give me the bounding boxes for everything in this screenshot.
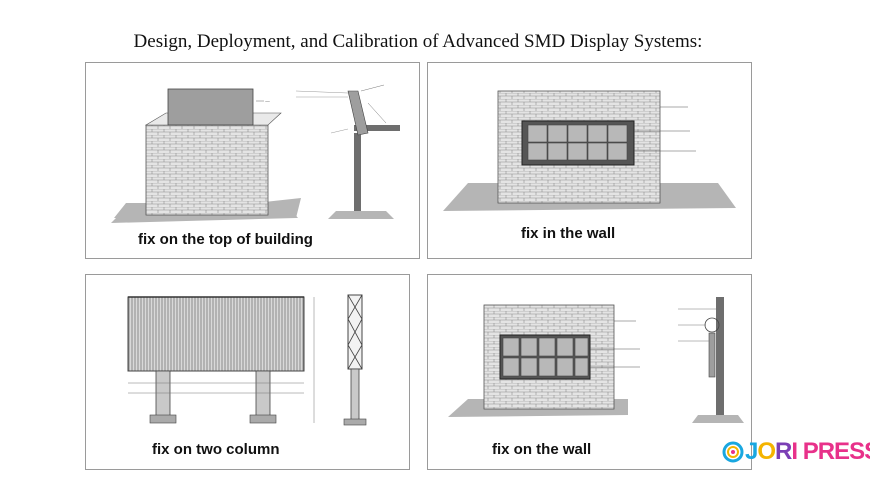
side-wall — [716, 297, 724, 421]
dimension-label: — — [265, 99, 270, 105]
screen-grid — [502, 337, 589, 377]
panel-caption: fix on two column — [152, 441, 280, 458]
panel-caption: fix in the wall — [521, 225, 616, 242]
panel-two-column: fix on two column — [85, 274, 410, 470]
brick-building — [145, 124, 269, 216]
diagram-on-the-wall — [448, 297, 744, 423]
support-column — [255, 370, 271, 420]
support-column — [155, 370, 171, 420]
screen-grid — [527, 124, 628, 161]
logo-text: JORI PRESS — [745, 438, 870, 465]
panel-on-the-wall: fix on the wall — [427, 274, 752, 470]
billboard-screen — [127, 296, 305, 372]
steel-beam — [354, 125, 400, 131]
panel-in-the-wall: fix in the wall — [427, 62, 752, 259]
ground-plane — [692, 415, 744, 423]
page-title: Design, Deployment, and Calibration of A… — [133, 31, 703, 52]
diagram-in-the-wall — [443, 90, 736, 211]
side-screen — [708, 332, 716, 378]
steel-column — [354, 133, 361, 211]
panel-top-of-building: — fix on the top of building — [85, 62, 420, 259]
rooftop-screen — [167, 88, 254, 126]
logo-ring-icon — [722, 441, 744, 463]
diagram-top-of-building: — — [111, 84, 400, 223]
tilted-screen — [347, 90, 369, 136]
diagram-two-column — [127, 294, 367, 426]
panel-caption: fix on the wall — [492, 441, 592, 458]
jori-press-logo: JORI PRESS — [722, 437, 870, 467]
ground-plane — [328, 211, 394, 219]
panel-caption: fix on the top of building — [138, 231, 313, 248]
